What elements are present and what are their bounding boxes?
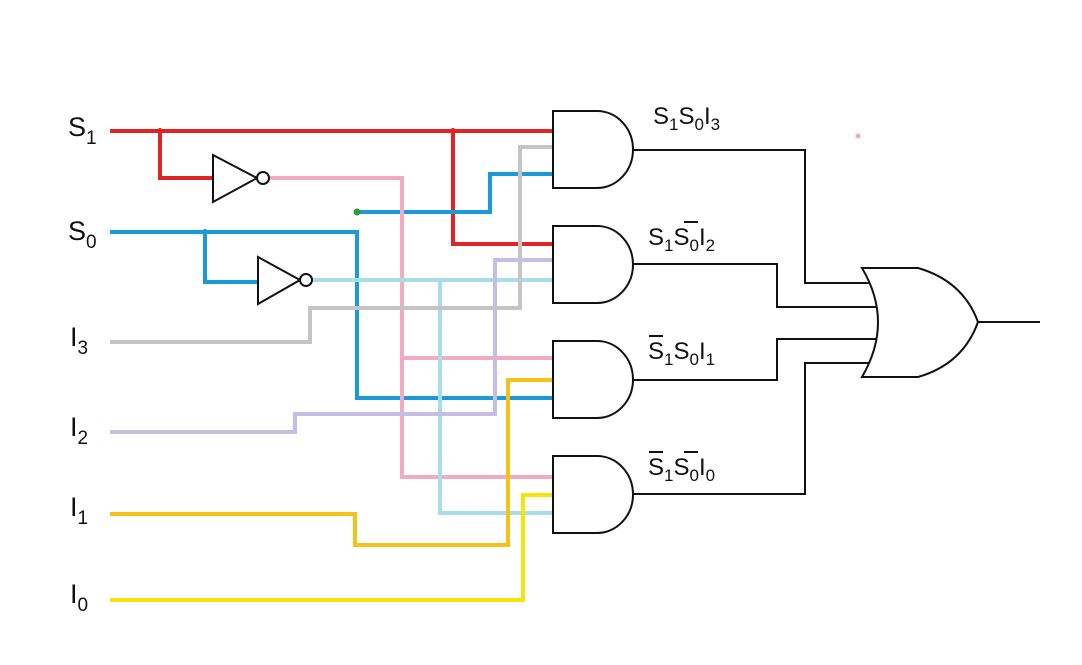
- junction-dot: [157, 128, 163, 134]
- input-label-s0: S0: [68, 216, 97, 253]
- input-label-i1: I1: [70, 492, 88, 529]
- and4-output-wire: [633, 362, 876, 495]
- and-gate-1: [552, 110, 634, 189]
- not-gate-s0: [257, 255, 313, 306]
- or-gate: [860, 267, 980, 378]
- junction-dot: [353, 208, 361, 216]
- wire-s0-not: [313, 278, 555, 515]
- svg-text:S1S0I2: S1S0I2: [648, 224, 715, 255]
- svg-text:S1S0I3: S1S0I3: [653, 103, 720, 134]
- input-label-i3: I3: [70, 322, 88, 359]
- stray-dot: [855, 133, 861, 139]
- wire-i1: [110, 378, 555, 547]
- junction-dot: [202, 229, 208, 235]
- input-label-s1: S1: [68, 112, 97, 149]
- term-label-1: S1S0I3: [653, 103, 720, 134]
- svg-text:S1S0I0: S1S0I0: [648, 454, 715, 485]
- input-label-i2: I2: [70, 412, 88, 449]
- not-gate-body: [212, 153, 260, 204]
- not-gate-bubble: [256, 171, 270, 185]
- not-gate-s1: [212, 153, 270, 204]
- wire-i2: [110, 258, 555, 434]
- svg-text:S1S0I1: S1S0I1: [648, 338, 715, 369]
- not-gate-body: [257, 255, 303, 306]
- wire-i3: [110, 145, 555, 344]
- junction-dot: [450, 128, 456, 134]
- and2-output-wire: [633, 263, 880, 308]
- and3-output-wire: [633, 338, 880, 381]
- wire-s0: [110, 172, 555, 400]
- term-label-3: S1S0I1: [648, 335, 715, 369]
- term-label-4: S1S0I0: [648, 451, 715, 485]
- not-gate-bubble: [299, 273, 313, 287]
- and-gate-4: [552, 455, 634, 534]
- and-gate-2: [552, 225, 634, 304]
- wires: [110, 128, 861, 602]
- wire-i0: [110, 493, 555, 602]
- input-label-i0: I0: [70, 579, 88, 616]
- and-gate-3: [552, 340, 634, 419]
- and1-output-wire: [633, 149, 876, 284]
- term-label-2: S1S0I2: [648, 221, 715, 255]
- wire-s1-not: [270, 176, 555, 479]
